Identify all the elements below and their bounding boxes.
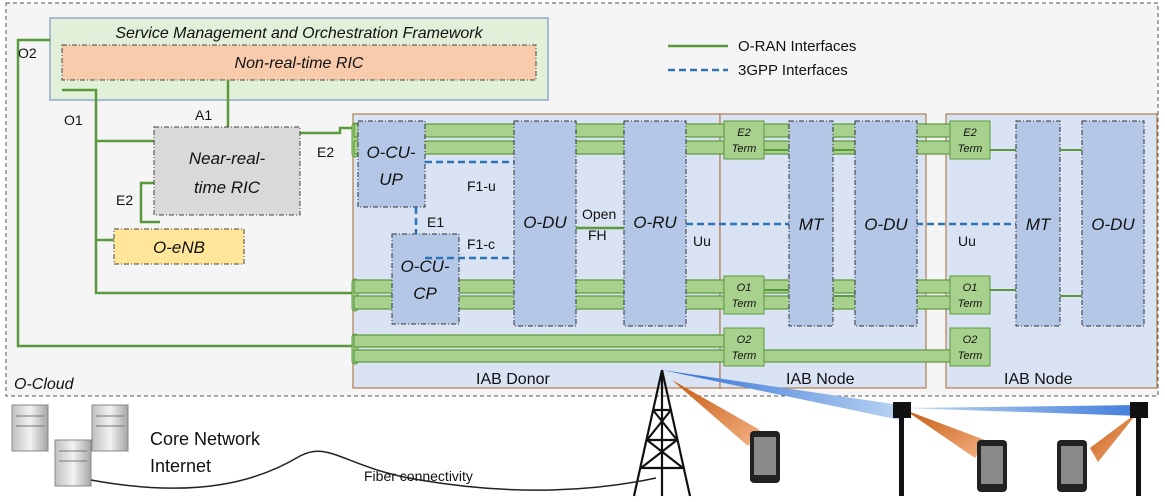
donor-o-du-label: O-DU (523, 213, 567, 232)
node1-o1-term-title: O1 (737, 282, 752, 294)
cell-tower-icon (632, 369, 692, 497)
node1-o-du-box (854, 120, 918, 327)
node2-mt-label: MT (1026, 215, 1052, 234)
e2-right-interface-label: E2 (317, 144, 334, 160)
node2-o1-term: O1 Term (949, 275, 991, 315)
term-connectors (763, 149, 1082, 297)
o-cu-cp-line1: O-CU- (400, 257, 449, 276)
beam-donor-to-node1 (662, 370, 900, 420)
iab-node-2-label: IAB Node (1004, 371, 1073, 388)
o-cu-up-line2: UP (379, 170, 403, 189)
node2-o2-term: O2 Term (949, 327, 991, 367)
node1-o2-term-sub: Term (732, 350, 757, 362)
fiber-connection-line (90, 450, 657, 491)
node2-e2-term-title: E2 (963, 127, 976, 139)
smo-title: Service Management and Orchestration Fra… (115, 25, 483, 42)
beam-node1-to-node2 (905, 405, 1140, 416)
node2-o2-term-sub: Term (958, 350, 983, 362)
f1-u-label: F1-u (467, 178, 496, 194)
node2-e2-term: E2 Term (949, 120, 991, 160)
internet-label: Internet (150, 456, 211, 476)
node1-o1-term-sub: Term (732, 298, 757, 310)
gpp-interface-lines (414, 160, 1016, 260)
o-cu-cp-box (391, 233, 460, 325)
node1-mt-box (788, 120, 834, 327)
o-ru-label: O-RU (633, 213, 677, 232)
legend-3gpp-label: 3GPP Interfaces (738, 62, 848, 79)
o1-interface-label: O1 (64, 112, 83, 128)
node2-o2-term-title: O2 (963, 334, 978, 346)
o-cu-up-box (357, 120, 426, 208)
open-fh-label-open: Open (582, 206, 616, 222)
server-icon-1 (11, 404, 49, 452)
e2-left-interface-label: E2 (116, 192, 133, 208)
near-rt-ric-line1: Near-real- (189, 149, 266, 168)
uu-label-1: Uu (693, 233, 711, 249)
near-rt-ric-box (153, 126, 301, 216)
node2-o1-term-title: O1 (963, 282, 978, 294)
donor-o-du-box (513, 120, 577, 327)
o2-interface-label: O2 (18, 45, 37, 61)
node1-o2-term: O2 Term (723, 327, 765, 367)
server-icon-3 (54, 439, 92, 487)
fiber-connectivity-label: Fiber connectivity (364, 468, 473, 484)
node1-e2-term-title: E2 (737, 127, 750, 139)
relay-pole-2-icon (1130, 402, 1148, 496)
core-network-label: Core Network (150, 429, 261, 449)
phone-icon-3 (1057, 440, 1087, 492)
o-enb-label: O-eNB (153, 238, 205, 257)
phone-icon-1 (750, 431, 780, 483)
iab-donor-label: IAB Donor (476, 371, 550, 388)
non-rt-ric-box (61, 44, 537, 81)
uu-label-2: Uu (958, 233, 976, 249)
o-ru-box (623, 120, 687, 327)
node2-e2-term-sub: Term (958, 143, 983, 155)
node2-mt-box (1015, 120, 1061, 327)
o-cloud-label: O-Cloud (14, 376, 75, 393)
node1-o-du-label: O-DU (864, 215, 908, 234)
a1-interface-label: A1 (195, 107, 212, 123)
oran-interface-lines (16, 38, 624, 348)
legend-oran-label: O-RAN Interfaces (738, 38, 856, 55)
server-icon-2 (91, 404, 129, 452)
near-rt-ric-line2: time RIC (194, 178, 261, 197)
coverage-cone-node1 (905, 410, 985, 458)
relay-pole-1-icon (893, 402, 911, 496)
non-rt-ric-label: Non-real-time RIC (235, 55, 364, 72)
node1-o1-term: O1 Term (723, 275, 765, 315)
node1-e2-term: E2 Term (723, 120, 765, 160)
f1-c-label: F1-c (467, 236, 495, 252)
node1-e2-term-sub: Term (732, 143, 757, 155)
node1-mt-label: MT (799, 215, 825, 234)
o-enb-box (113, 228, 245, 265)
o-cu-up-line1: O-CU- (366, 143, 415, 162)
coverage-cone-node2 (1090, 412, 1138, 462)
iab-node-1-label: IAB Node (786, 371, 855, 388)
node2-o-du-label: O-DU (1091, 215, 1135, 234)
e1-label: E1 (427, 214, 444, 230)
node2-o1-term-sub: Term (958, 298, 983, 310)
coverage-cone-donor (672, 380, 760, 446)
node2-o-du-box (1081, 120, 1145, 327)
node1-o2-term-title: O2 (737, 334, 752, 346)
open-fh-label-fh: FH (588, 227, 607, 243)
o-cu-cp-line2: CP (413, 284, 437, 303)
phone-icon-2 (977, 440, 1007, 492)
